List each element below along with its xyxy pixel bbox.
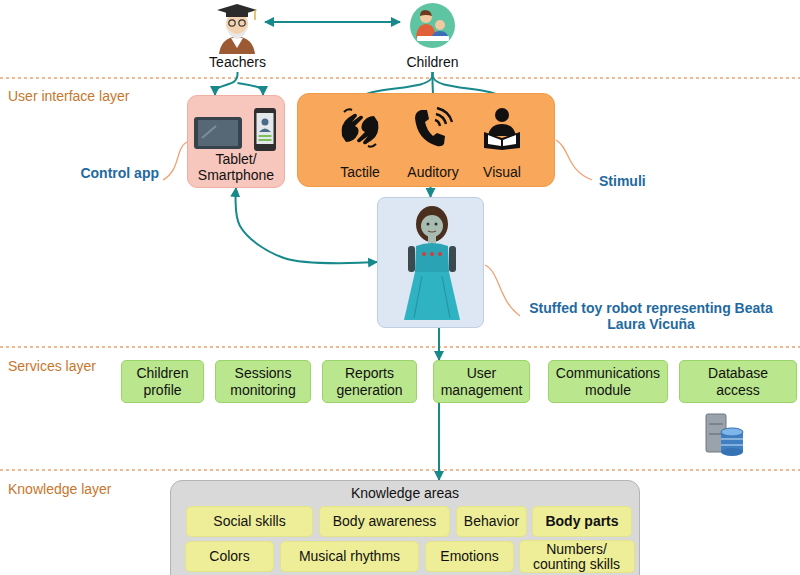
connector-arrow [236,188,377,263]
layer-label: Knowledge layer [8,481,112,497]
service-box: Sessions monitoring [215,360,311,403]
node-label: Emotions [440,548,498,564]
service-box: Communications module [548,360,668,403]
node-label: Teachers [209,54,266,70]
node-label: Musical rhythms [299,548,400,564]
knowledge-area: Musical rhythms [280,541,419,572]
connector-arrow [430,187,431,197]
stimuli-box: Tactile Auditory VisualStimuli [297,93,555,187]
layer-separators [0,78,800,470]
knowledge-area: Behavior [456,506,527,537]
children-icon [409,2,456,49]
leader-line [163,142,187,180]
connector-path [438,403,440,480]
node-label: Body parts [545,513,618,529]
stimulus-item: Auditory [401,104,465,182]
robot-box: Stuffed toy robot representing Beata Lau… [377,197,484,328]
connector-path [438,328,440,360]
database-icon [706,414,743,456]
leader-line [556,140,592,180]
node-label: Auditory [407,164,458,180]
knowledge-area: Colors [185,541,274,572]
connector-arrow [265,22,400,23]
layer-label: User interface layer [8,88,129,104]
tactile-icon [338,106,382,150]
knowledge-area: Social skills [186,506,313,537]
connector-path [238,83,264,95]
tablet-phone-icon [192,108,282,153]
visual-icon [480,106,524,150]
stimulus-item: Tactile [329,104,391,182]
node-label: Social skills [213,513,285,529]
node-label: User management [438,365,526,397]
knowledge-area: Numbers/ counting skills [519,540,635,573]
callout-label: Control app [61,165,159,181]
knowledge-group: Social skills Body awareness Behavior Body … [170,480,640,575]
node-label: Tablet/ Smartphone [192,151,280,183]
knowledge-area: Body awareness [319,506,450,537]
node-label: Children profile [126,365,200,397]
node-label: Tactile [340,164,380,180]
service-box: User management [433,360,530,403]
device-box: Tablet/ SmartphoneControl app [187,95,285,188]
service-box: Database access [679,360,797,403]
node-label: Reports generation [327,365,413,397]
knowledge-area: Emotions [425,541,514,572]
layer-label: Services layer [8,358,96,374]
robot-illustration [400,204,464,324]
callout-label: Stuffed toy robot representing Beata Lau… [523,300,779,332]
layer-separator [0,346,800,348]
auditory-icon [411,106,455,150]
actor-icon: Children [400,2,465,72]
teacher-icon [213,2,261,54]
connector-path [236,188,377,263]
layer-separator [0,77,800,79]
connector-arrow [215,72,263,95]
node-label: Children [406,54,458,70]
node-label: Knowledge areas [351,485,459,501]
connector-path [265,21,400,23]
node-label: Body awareness [333,513,437,529]
node-label: Communications module [553,365,663,397]
node-label: Colors [209,548,249,564]
service-box: Reports generation [322,360,417,403]
layer-separator [0,469,800,471]
knowledge-area: Body parts [532,506,632,537]
node-label: Sessions monitoring [220,365,306,397]
node-label: Behavior [464,513,519,529]
node-label: Visual [483,164,521,180]
callout-label: Stimuli [599,173,669,189]
actor-icon: Teachers [200,2,275,72]
service-box: Children profile [121,360,204,403]
connector-arrow [439,403,440,480]
leader-line [485,265,520,316]
node-label: Numbers/ counting skills [523,542,631,571]
node-label: Database access [697,365,779,397]
connector-path [430,187,432,197]
connector-arrow [439,328,440,360]
connector-path [215,72,238,95]
stimulus-item: Visual [471,104,533,182]
